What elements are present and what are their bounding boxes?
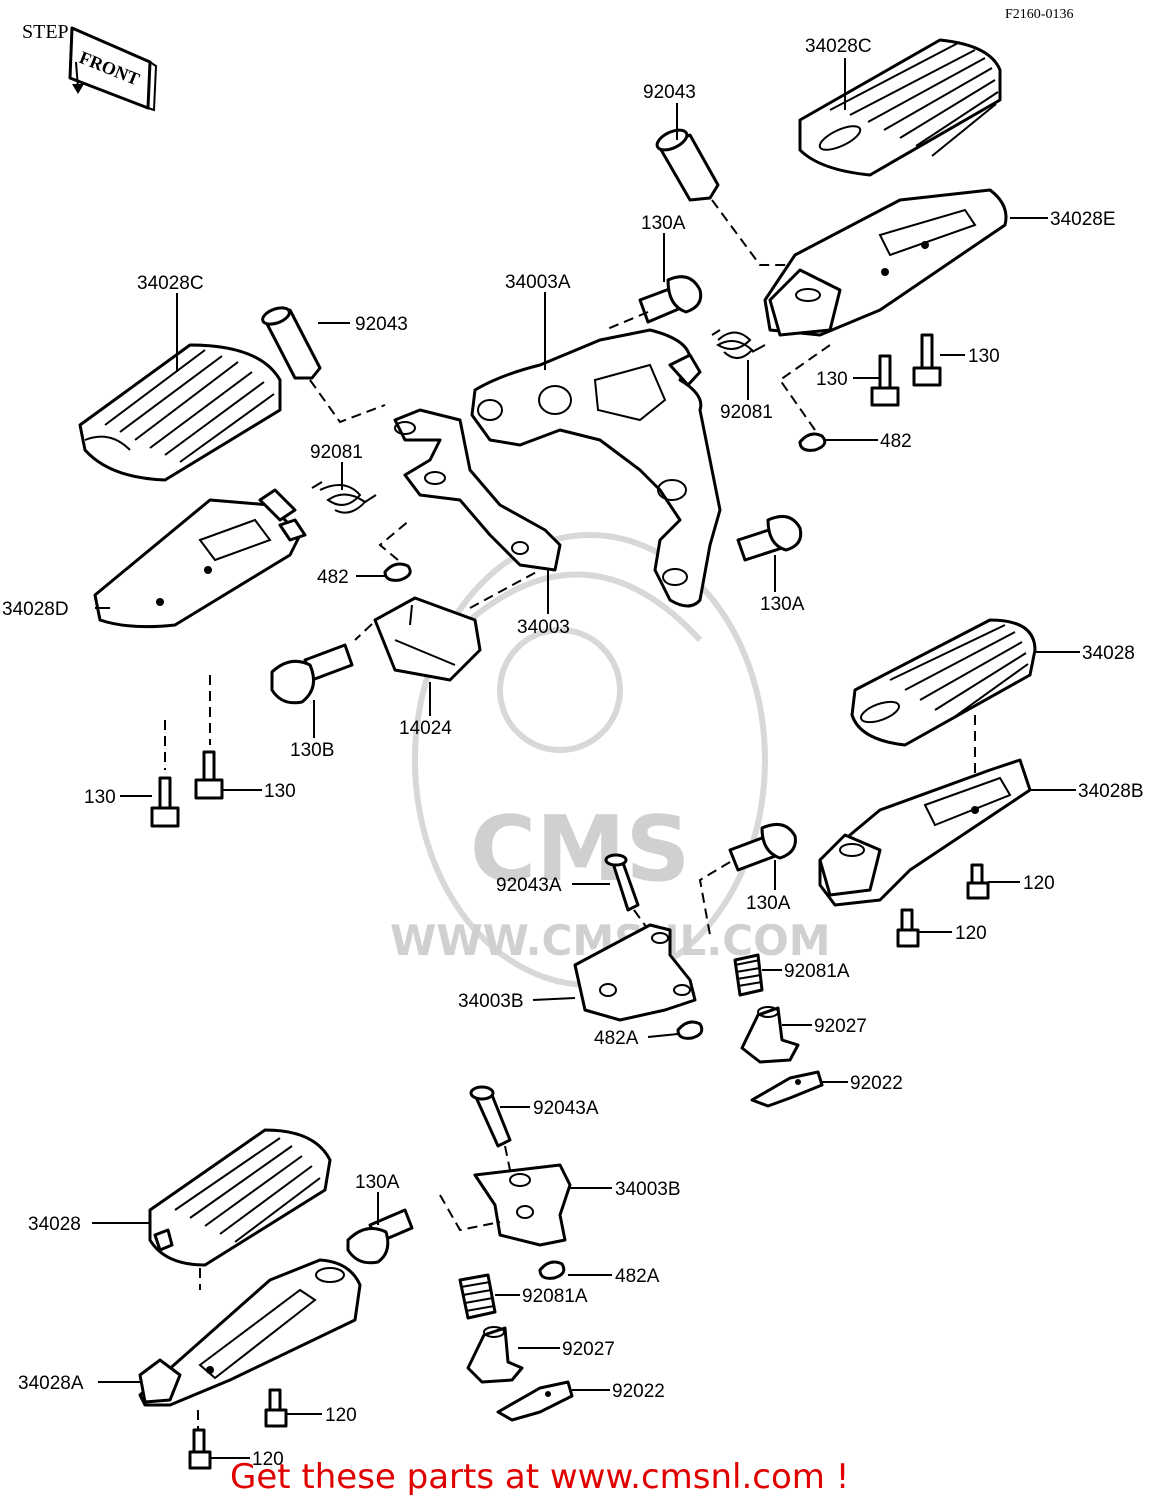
part-92022-low <box>496 1380 574 1422</box>
label-130B: 130B <box>290 740 334 761</box>
label-482-left: 482 <box>317 567 349 588</box>
label-482A-mid: 482A <box>594 1028 639 1049</box>
label-130A-mid: 130A <box>760 594 805 615</box>
part-130A-low <box>346 1208 414 1265</box>
label-92022-mid: 92022 <box>850 1073 903 1094</box>
diagram-title: STEP <box>22 21 69 43</box>
part-34028E <box>763 188 1008 337</box>
label-14024: 14024 <box>399 718 452 739</box>
part-34003B-mid <box>573 923 697 1022</box>
label-34028E: 34028E <box>1050 209 1116 230</box>
part-14024 <box>354 569 541 682</box>
label-34028B: 34028B <box>1078 781 1144 802</box>
diagram-code: F2160-0136 <box>1005 7 1073 22</box>
label-34003A: 34003A <box>505 272 571 293</box>
label-130-l2: 130 <box>264 781 296 802</box>
part-482A-low <box>538 1260 566 1280</box>
label-482A-low: 482A <box>615 1266 660 1287</box>
label-482-right: 482 <box>880 431 912 452</box>
part-34028C-top <box>798 38 1002 177</box>
footer-promo-text: Get these parts at www.cmsnl.com ! <box>230 1457 849 1497</box>
part-130A-top <box>604 275 703 331</box>
label-130-r1: 130 <box>968 346 1000 367</box>
part-130-right-pair <box>870 333 942 407</box>
front-indicator: FRONT <box>68 26 158 112</box>
part-92081-left <box>311 481 377 514</box>
label-34028-right: 34028 <box>1082 643 1135 664</box>
label-92027-low: 92027 <box>562 1339 615 1360</box>
part-482A-mid <box>676 1020 704 1040</box>
label-34028C-top: 34028C <box>805 36 872 57</box>
part-34003B-low <box>439 1163 572 1247</box>
part-34028-low <box>148 1128 332 1290</box>
part-130-left-pair <box>150 675 224 828</box>
label-130A-low: 130A <box>355 1172 400 1193</box>
label-34028C-left: 34028C <box>137 273 204 294</box>
part-130B <box>270 643 354 705</box>
label-92022-low: 92022 <box>612 1381 665 1402</box>
label-92081-right: 92081 <box>720 402 773 423</box>
label-34028-low: 34028 <box>28 1214 81 1235</box>
label-120-l1: 120 <box>325 1405 357 1426</box>
part-labels: 34028C 92043 130A 34028E 34003A 34028C 9… <box>2 36 1144 1470</box>
label-92043A-low: 92043A <box>533 1098 599 1119</box>
label-34028D: 34028D <box>2 599 69 620</box>
label-92043-top: 92043 <box>643 82 696 103</box>
label-92043A-mid: 92043A <box>496 875 562 896</box>
part-92027-low <box>466 1326 524 1384</box>
label-130-r2: 130 <box>816 369 848 390</box>
label-34003B-mid: 34003B <box>458 991 524 1012</box>
part-92081A-low <box>458 1273 497 1320</box>
part-130A-mid <box>736 514 803 562</box>
part-92043-left <box>261 306 386 424</box>
label-92081A-mid: 92081A <box>784 961 850 982</box>
part-482-left <box>378 519 412 582</box>
part-92081A-mid <box>733 953 764 997</box>
part-34028A <box>138 1258 362 1440</box>
part-92043-top <box>655 128 795 266</box>
label-130A-lowmid: 130A <box>746 893 791 914</box>
label-92043-left: 92043 <box>355 314 408 335</box>
part-92022-mid <box>750 1070 824 1108</box>
part-34003A <box>470 328 722 608</box>
label-130A-top: 130A <box>641 213 686 234</box>
part-92081-right <box>711 329 766 359</box>
label-120-r1: 120 <box>1023 873 1055 894</box>
label-130-l1: 130 <box>84 787 116 808</box>
part-34028D <box>93 488 307 629</box>
label-34003: 34003 <box>517 617 570 638</box>
label-34003B-low: 34003B <box>615 1179 681 1200</box>
label-92027-mid: 92027 <box>814 1016 867 1037</box>
part-120-left-pair <box>188 1388 288 1470</box>
part-92043A-low <box>469 1085 512 1171</box>
label-92081-left: 92081 <box>310 442 363 463</box>
leader-lines <box>92 58 1080 1459</box>
label-120-r2: 120 <box>955 923 987 944</box>
part-482-right <box>778 344 831 452</box>
part-92027-mid <box>740 1006 800 1064</box>
label-34028A: 34028A <box>18 1373 84 1394</box>
part-34028C-left <box>78 343 282 482</box>
part-130A-lowmid <box>698 822 797 936</box>
part-34003 <box>393 408 562 572</box>
part-34028B <box>818 758 1032 907</box>
part-120-right-pair <box>896 863 990 948</box>
label-120-l2: 120 <box>252 1449 284 1470</box>
label-92081A-low: 92081A <box>522 1286 588 1307</box>
